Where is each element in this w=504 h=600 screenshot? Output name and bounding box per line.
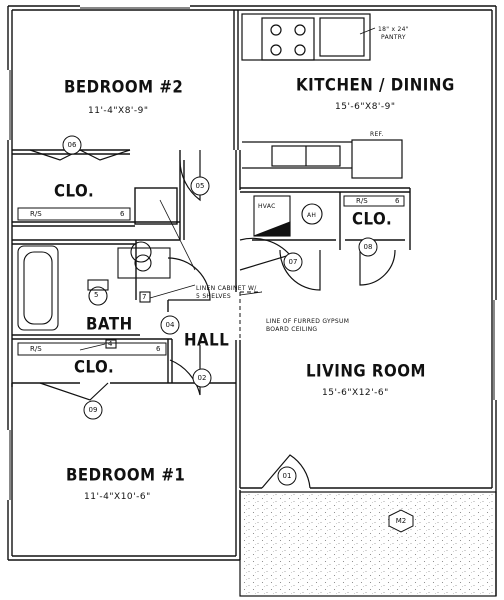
door-tag-06: 06 bbox=[67, 141, 77, 149]
door-tag-07: 07 bbox=[288, 258, 298, 266]
linen-cabinet-note: LINEN CABINET W/ 5 SHELVES bbox=[196, 285, 257, 300]
windows bbox=[6, 4, 498, 500]
fixture-number-5: 5 bbox=[94, 291, 99, 299]
doors bbox=[29, 149, 396, 489]
ah-label: AH bbox=[307, 212, 317, 219]
door-tag-01: 01 bbox=[282, 472, 292, 480]
closet-hall-label: CLO. bbox=[352, 208, 393, 230]
fixture-number-4: 4 bbox=[108, 340, 113, 348]
bedroom1-dims: 11'-4"X10'-6" bbox=[84, 492, 151, 502]
porch-stipple bbox=[239, 491, 497, 597]
closet-bed1-label: CLO. bbox=[74, 356, 115, 378]
leader-lines bbox=[79, 27, 376, 351]
bedroom2-label: BEDROOM #2 bbox=[64, 76, 184, 98]
door-tag-04: 04 bbox=[165, 321, 175, 329]
door-tag-05: 05 bbox=[195, 182, 205, 190]
kitchen-dims: 15'-6"X8'-9" bbox=[335, 102, 396, 112]
rs-label-bed1: R/S bbox=[30, 345, 42, 353]
bath-fixtures bbox=[17, 241, 171, 349]
shelf-number-hall: 6 bbox=[395, 197, 400, 205]
living-room-label: LIVING ROOM bbox=[306, 360, 426, 382]
bath-label: BATH bbox=[86, 313, 133, 335]
porch-tag-m2: M2 bbox=[395, 517, 407, 525]
door-tag-shapes bbox=[62, 135, 414, 533]
hall-label: HALL bbox=[184, 329, 230, 351]
shelf-number-bed2: 6 bbox=[120, 210, 125, 218]
interior-walls bbox=[11, 10, 411, 488]
closet-bed2-label: CLO. bbox=[54, 180, 95, 202]
hvac-label: HVAC bbox=[258, 203, 276, 210]
hvac-closet bbox=[253, 195, 323, 237]
kitchen-label: KITCHEN / DINING bbox=[296, 74, 455, 96]
kitchen-counters bbox=[241, 13, 403, 179]
pantry-note: 18" x 24" PANTRY bbox=[378, 26, 409, 41]
closet-shelves bbox=[17, 195, 405, 356]
door-tag-09: 09 bbox=[88, 406, 98, 414]
bedroom1-label: BEDROOM #1 bbox=[66, 464, 186, 486]
ceiling-note: LINE OF FURRED GYPSUM BOARD CEILING bbox=[266, 318, 350, 333]
rs-label-bed2: R/S bbox=[30, 210, 42, 218]
rs-label-hall: R/S bbox=[356, 197, 368, 205]
door-tag-02: 02 bbox=[197, 374, 207, 382]
door-tag-08: 08 bbox=[363, 243, 373, 251]
ref-label: REF. bbox=[370, 131, 384, 138]
fixture-number-7: 7 bbox=[142, 293, 147, 301]
shelf-number-bed1: 6 bbox=[156, 345, 161, 353]
bedroom2-dims: 11'-4"X8'-9" bbox=[88, 106, 149, 116]
living-room-dims: 15'-6"X12'-6" bbox=[322, 388, 389, 398]
